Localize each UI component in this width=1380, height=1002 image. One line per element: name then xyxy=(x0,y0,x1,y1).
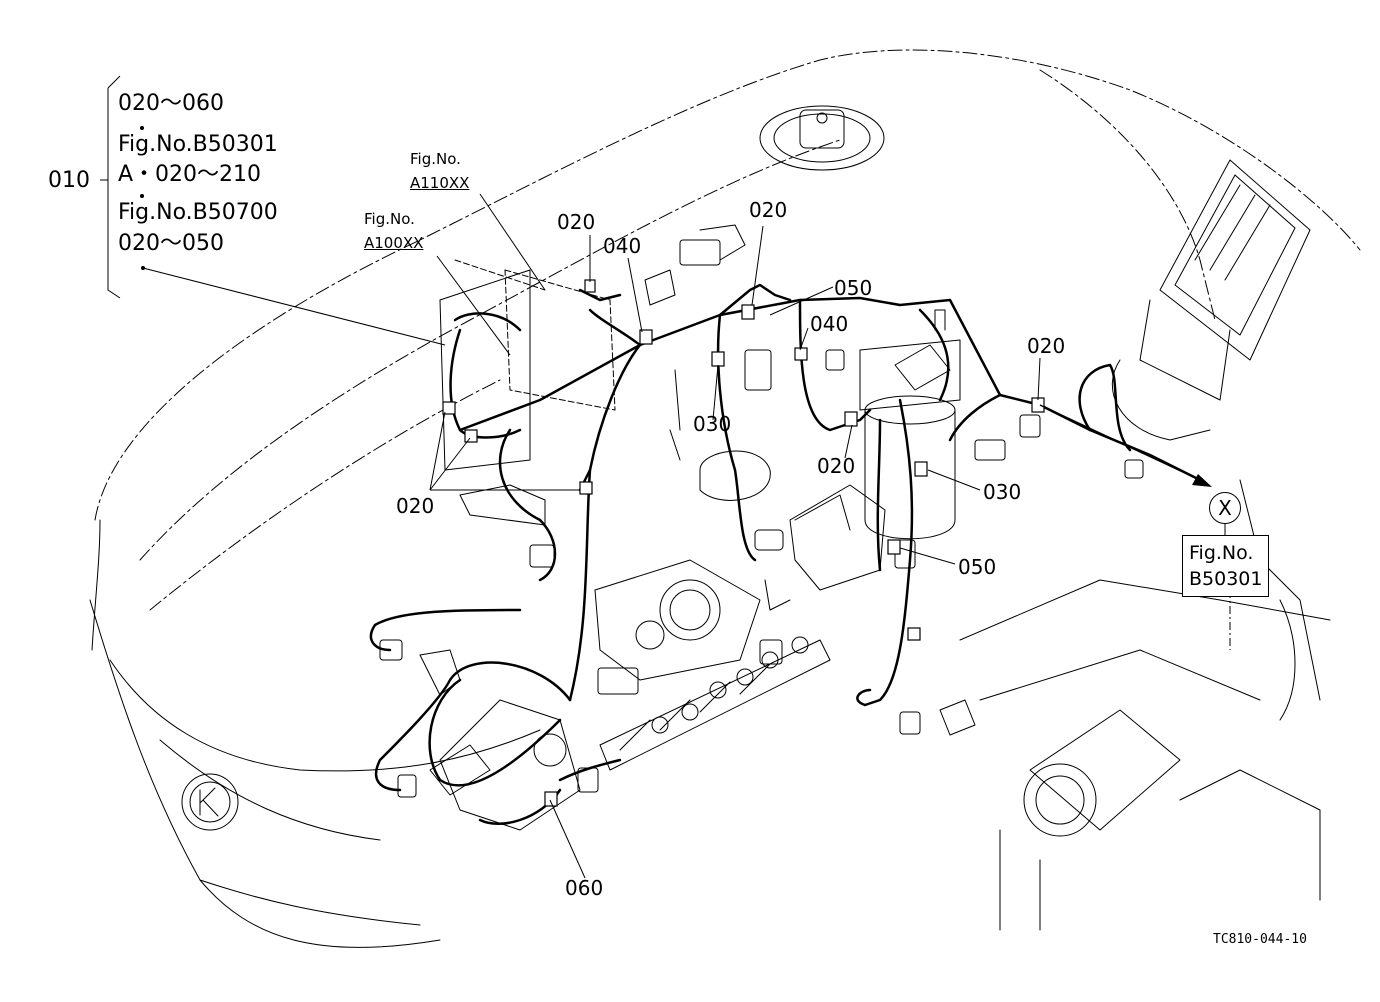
starter-motor xyxy=(1029,709,1181,831)
fig-ref-b50301-code: B50301 xyxy=(1189,568,1263,590)
part-020: 020 xyxy=(1027,334,1066,358)
legend-dot xyxy=(140,126,144,130)
common-rail xyxy=(599,639,831,771)
part-040: 040 xyxy=(810,312,849,336)
legend-line-5: 020～050 xyxy=(118,231,224,256)
part-060: 060 xyxy=(565,876,604,900)
callout-x: X xyxy=(1209,492,1241,524)
part-040: 040 xyxy=(603,234,642,258)
harness-bracket xyxy=(504,269,616,411)
throttle-body xyxy=(594,559,761,681)
legend-main-ref: 010 xyxy=(48,168,90,193)
legend-dot xyxy=(141,266,145,270)
fuel-filter xyxy=(864,395,956,425)
part-020: 020 xyxy=(749,198,788,222)
fig-ref-a110-title: Fig.No. xyxy=(410,150,461,168)
legend-dot xyxy=(140,194,144,198)
fig-ref-b50301-box: Fig.No. B50301 xyxy=(1182,535,1270,597)
legend-line-1: 020～060 xyxy=(118,91,224,116)
part-030: 030 xyxy=(693,412,732,436)
fig-ref-b50301-title: Fig.No. xyxy=(1189,542,1254,564)
hood-front xyxy=(89,599,441,948)
fig-ref-a100-title: Fig.No. xyxy=(364,210,415,228)
legend-line-4: Fig.No.B50700 xyxy=(118,200,278,225)
supply-pump xyxy=(439,699,581,831)
hood-outline xyxy=(94,49,1361,521)
part-020: 020 xyxy=(396,494,435,518)
ecu xyxy=(1159,159,1311,361)
part-020: 020 xyxy=(557,210,596,234)
fig-ref-a110-code: A110XX xyxy=(410,174,470,192)
fig-ref-a100-code: A100XX xyxy=(364,234,424,252)
legend-line-3: A・020～210 xyxy=(118,162,262,187)
part-050: 050 xyxy=(958,555,997,579)
drawing-code: TC810-044-10 xyxy=(1213,932,1307,947)
emblem xyxy=(181,773,239,831)
part-030: 030 xyxy=(983,480,1022,504)
legend-line-2: Fig.No.B50301 xyxy=(118,132,278,157)
fuel-cap xyxy=(759,105,885,171)
part-020: 020 xyxy=(817,454,856,478)
part-050: 050 xyxy=(834,276,873,300)
